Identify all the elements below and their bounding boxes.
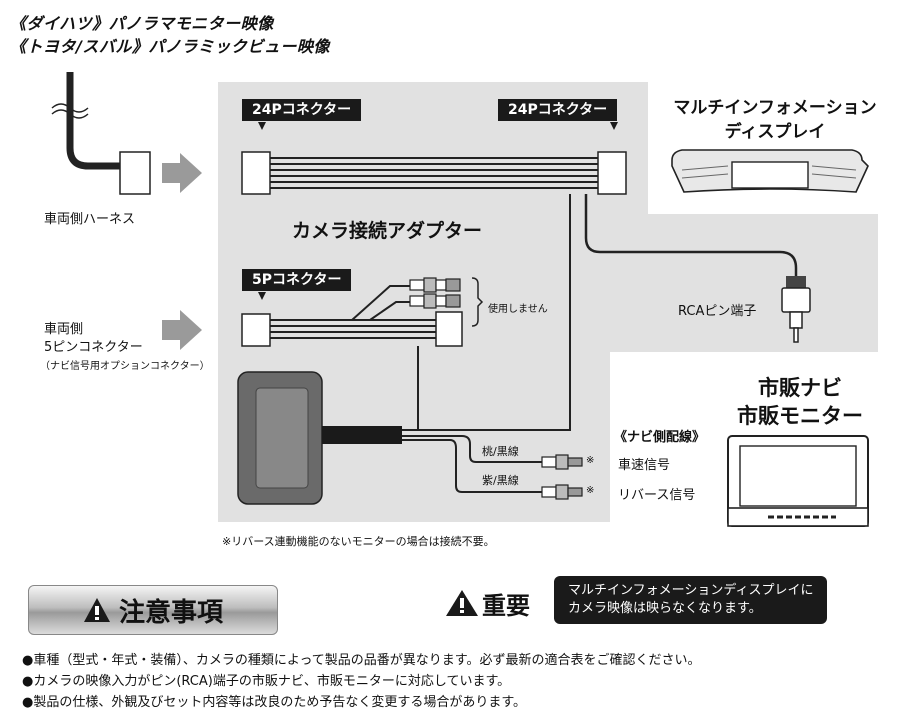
mid-label: マルチインフォメーション ディスプレイ xyxy=(660,96,890,144)
important-line2: カメラ映像は映らなくなります。 xyxy=(568,601,762,616)
asterisk-speed: ※ xyxy=(586,455,595,466)
vehicle-harness-cable xyxy=(66,72,122,170)
nav-monitor-line2: 市販モニター xyxy=(737,404,863,428)
tag-5p: 5Pコネクター xyxy=(242,269,352,291)
connector-24p-left-body xyxy=(241,151,271,195)
unused-terminal-icon-2 xyxy=(409,293,461,309)
important-line1: マルチインフォメーションディスプレイに xyxy=(568,583,814,598)
nav-wiring-label: 《ナビ側配線》 xyxy=(614,430,706,445)
purple-black-wire xyxy=(402,439,542,493)
nav-monitor-icon xyxy=(727,435,869,527)
unused-label: 使用しません xyxy=(488,304,548,315)
unused-terminal-icon xyxy=(409,277,461,293)
vehicle-harness-plug xyxy=(119,151,151,195)
rca-plug-icon xyxy=(781,276,811,343)
note-item: ●カメラの映像入力がピン(RCA)端子の市販ナビ、市販モニターに対応しています。 xyxy=(22,674,511,689)
vehicle-harness-label: 車両側ハーネス xyxy=(44,212,136,227)
arrow-5pin xyxy=(162,310,202,350)
title-line2: 《トヨタ/スバル》パノラミックビュー映像 xyxy=(10,37,330,56)
caution-label: 注意事項 xyxy=(118,597,223,628)
5p-wire-bundle xyxy=(270,319,436,339)
note-item: ●車種（型式・年式・装備）、カメラの種類によって製品の品番が異なります。必ず最新… xyxy=(22,653,701,668)
reverse-signal-label: リバース信号 xyxy=(618,488,696,503)
adapter-label: カメラ接続アダプター xyxy=(292,220,483,242)
vehicle-5pin-note: （ナビ信号用オプションコネクター） xyxy=(40,361,210,372)
terminal-speed-icon xyxy=(541,454,583,470)
signal-wire xyxy=(402,194,571,431)
arrow-harness xyxy=(162,153,202,193)
connector-5p-left-body xyxy=(241,313,271,347)
adapter-cable-sleeve xyxy=(322,426,402,444)
asterisk-reverse: ※ xyxy=(586,485,595,496)
connector-24p-right-body xyxy=(597,151,627,195)
nav-monitor-line1: 市販ナビ xyxy=(758,376,842,400)
cable-break-mark xyxy=(51,103,89,113)
notes-list: ●車種（型式・年式・装備）、カメラの種類によって製品の品番が異なります。必ず最新… xyxy=(22,650,701,713)
vehicle-5pin-line1: 車両側 xyxy=(44,322,84,337)
tag-24p-right: 24Pコネクター xyxy=(498,99,618,121)
mid-label-line2: ディスプレイ xyxy=(724,122,826,142)
speed-signal-label: 車速信号 xyxy=(618,458,671,473)
purple-black-label: 紫/黒線 xyxy=(482,474,519,487)
rca-label: RCAピン端子 xyxy=(678,304,757,319)
important-box: マルチインフォメーションディスプレイに カメラ映像は映らなくなります。 xyxy=(554,576,828,624)
vehicle-5pin-line2: 5ピンコネクター xyxy=(44,340,143,355)
note-item: ●製品の仕様、外観及びセット内容等は改良のため予告なく変更する場合があります。 xyxy=(22,695,527,710)
adapter-panel xyxy=(218,82,878,522)
reverse-note: ※リバース連動機能のないモニターの場合は接続不要。 xyxy=(222,535,495,548)
important-label: 重要 xyxy=(482,592,530,620)
pink-black-label: 桃/黒線 xyxy=(482,445,519,458)
caution-banner: 注意事項 xyxy=(28,585,278,635)
important-warning-icon xyxy=(446,590,478,616)
main-wire-bundle xyxy=(270,157,598,189)
tag-24p-left: 24Pコネクター xyxy=(242,99,362,121)
connector-5p-right-body xyxy=(435,311,463,347)
nav-monitor-label: 市販ナビ 市販モニター xyxy=(720,374,880,430)
rca-wire xyxy=(584,194,798,278)
pink-black-wire xyxy=(402,435,542,463)
mid-label-line1: マルチインフォメーション xyxy=(673,98,877,118)
warning-triangle-icon xyxy=(83,598,110,622)
terminal-reverse-icon xyxy=(541,484,583,500)
unused-bracket xyxy=(471,277,484,327)
multi-info-display-icon xyxy=(671,149,869,193)
title-line1: 《ダイハツ》パノラマモニター映像 xyxy=(10,14,274,33)
